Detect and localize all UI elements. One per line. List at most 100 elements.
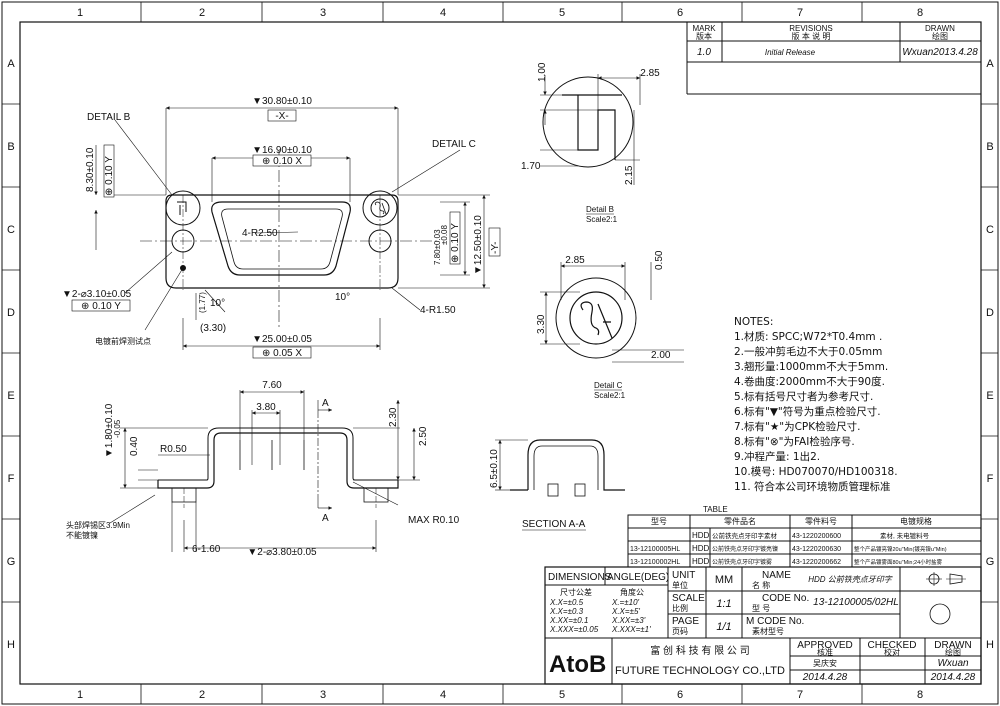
- front-view: [140, 150, 440, 330]
- col-label: 5: [559, 689, 565, 701]
- tb-dimensions-label: DIMENSIONS: [548, 572, 612, 583]
- col-label: 3: [320, 7, 326, 19]
- tb-tol-dim: X.X=±0.3: [549, 607, 584, 616]
- weld-note: 电镀前焊测试点: [95, 336, 151, 346]
- dim-holes: ▼2-⌀3.10±0.05: [62, 289, 132, 300]
- dim-ref-1: (1.77): [198, 292, 207, 313]
- row-label: E: [986, 390, 993, 402]
- tb-tol-ang: X.X=±5': [611, 607, 640, 616]
- tb-approved-date: 2014.4.28: [802, 672, 848, 683]
- tol-height-left: ⊕ 0.10 Y: [104, 156, 115, 196]
- tb-tol-cn: 尺寸公差: [560, 587, 592, 597]
- table-header: 零件品名: [724, 516, 756, 526]
- tb-tol-ang: X.XXX=±1': [611, 625, 651, 634]
- side-view-dim-text: 7.60 3.80 2.30 2.50 ▼1.80±0.10 -0.05 0.4…: [66, 380, 460, 558]
- tb-checked-label: CHECKED: [868, 640, 917, 651]
- row-label: A: [7, 58, 15, 70]
- tb-tol-ang: X.XX=±3': [611, 616, 646, 625]
- note-item: 11. 符合本公司环境物质管理标准: [734, 480, 891, 493]
- notes: NOTES: 1.材质: SPCC;W72*T0.4mm . 2.一般冲剪毛边不…: [734, 316, 898, 493]
- label-detail-c: DETAIL C: [432, 139, 476, 150]
- row-label: D: [7, 307, 15, 319]
- tol-shell-height: ⊕ 0.10 Y: [450, 223, 461, 263]
- row-label: G: [986, 556, 995, 568]
- col-label: 7: [797, 689, 803, 701]
- table-cell: 43-1220200662: [792, 559, 841, 566]
- detail-c-dim-2-00: 2.00: [651, 350, 671, 361]
- col-label: 6: [677, 7, 683, 19]
- row-label: B: [986, 141, 993, 153]
- col-label: 4: [440, 689, 446, 701]
- dim-overall-width: ▼30.80±0.10: [252, 96, 312, 107]
- tb-tol-dim: X.X=±0.5: [549, 598, 584, 607]
- detail-b-title: Detail B: [586, 205, 614, 214]
- section-a-a-text: 6.5±0.10 SECTION A-A: [489, 449, 586, 531]
- note-item: 1.材质: SPCC;W72*T0.4mm .: [734, 330, 882, 343]
- table-cell: HDD: [692, 531, 710, 540]
- table-cell: 整个产品镀雾面80u"Min;24小时盐雾: [854, 558, 943, 566]
- dim-3-80: 3.80: [256, 402, 276, 413]
- detail-b-dim-1-00: 1.00: [537, 62, 548, 82]
- tol-inner-width: ⊕ 0.10 X: [262, 156, 302, 167]
- section-dim-6-5: 6.5±0.10: [489, 449, 500, 488]
- tb-code: 13-12100005/02HL: [813, 597, 899, 608]
- dim-inner-width: ▼16.90±0.10: [252, 145, 312, 156]
- table-cell: 13-12100005HL: [630, 546, 680, 553]
- row-label: C: [986, 224, 994, 236]
- dim-max-r: MAX R0.10: [408, 515, 460, 526]
- detail-c-text: 2.85 0.50 3.30 2.00 Detail C Scale2:1: [536, 250, 671, 400]
- title-block: [544, 566, 982, 685]
- rev-mark: 1.0: [697, 47, 711, 58]
- row-label: D: [986, 307, 994, 319]
- detail-c-dim-2-85: 2.85: [565, 255, 585, 266]
- parts-table-text: TABLE 型号 零件品名 零件料号 电镀规格 HDD 公前铁壳点牙印字素材 4…: [630, 505, 947, 566]
- plating-note: 头部焊锡区3.9Min: [66, 520, 130, 530]
- tb-drawn-cn: 绘图: [945, 647, 961, 657]
- table-cell: HDD: [692, 544, 710, 553]
- row-label: H: [986, 639, 994, 651]
- rev-header-cn: 版 本 说 明: [792, 31, 831, 41]
- table-cell: 公前铁壳点牙印字镀亮镍: [712, 545, 778, 553]
- section-a-bottom: A: [322, 513, 329, 524]
- dim-7-60: 7.60: [262, 380, 282, 391]
- dim-angle: 10°: [210, 298, 225, 309]
- note-item: 4.卷曲度:2000mm不大于90度.: [734, 375, 885, 388]
- dim-overall-height: ▼12.50±0.10: [473, 215, 484, 275]
- dim-2-30: 2.30: [388, 407, 399, 427]
- detail-c-title: Detail C: [594, 381, 623, 390]
- col-label: 8: [917, 7, 923, 19]
- col-label: 7: [797, 7, 803, 19]
- tb-page-label: PAGE: [672, 616, 699, 627]
- note-item: 6.标有"▼"符号为重点检验尺寸.: [734, 405, 881, 418]
- dim-r0-50: R0.50: [160, 444, 187, 455]
- side-view: [157, 410, 399, 508]
- tb-drawn-label: DRAWN: [934, 640, 971, 651]
- tb-tol-dim: X.XX=±0.1: [549, 616, 588, 625]
- dim-datum-y: -Y-: [490, 242, 501, 254]
- front-view-dims: [94, 106, 490, 350]
- table-cell: 43-1220200600: [792, 533, 841, 540]
- column-labels-bottom: 1 2 3 4 5 6 7 8: [77, 689, 923, 701]
- revision-block: MARK 版本 REVISIONS 版 本 说 明 DRAWN 绘图 1.0 I…: [686, 21, 982, 95]
- note-item: 9.冲程产量: 1出2.: [734, 450, 820, 463]
- dim-shell-height: 7.80±0.03: [433, 229, 442, 265]
- dim-pitch: ▼25.00±0.05: [252, 334, 312, 345]
- tol-holes: ⊕ 0.10 Y: [81, 301, 121, 312]
- dim-ref-2: (3.30): [200, 323, 226, 334]
- tb-scale-label: SCALE: [672, 593, 705, 604]
- note-item: 2.一般冲剪毛边不大于0.05mm: [734, 345, 882, 358]
- tb-name: HDD 公前铁壳点牙印字: [808, 575, 893, 584]
- tb-page-cn: 页码: [672, 627, 688, 636]
- detail-b-dim-1-70: 1.70: [521, 161, 541, 172]
- front-view-dim-text: ▼30.80±0.10 -X- ▼16.90±0.10 ⊕ 0.10 X 8.3…: [62, 96, 501, 359]
- note-item: 5.标有括号尺寸者为参考尺寸.: [734, 390, 873, 403]
- row-label: A: [986, 58, 994, 70]
- tb-approved-label: APPROVED: [797, 640, 853, 651]
- rev-mark-header: MARK: [692, 24, 716, 33]
- tb-scale: 1:1: [716, 598, 731, 610]
- tb-drawn-name: Wxuan: [937, 658, 969, 669]
- tb-code-label: CODE No.: [762, 593, 809, 604]
- table-header: 电镀规格: [900, 516, 932, 526]
- tb-code-cn: 型 号: [752, 604, 770, 613]
